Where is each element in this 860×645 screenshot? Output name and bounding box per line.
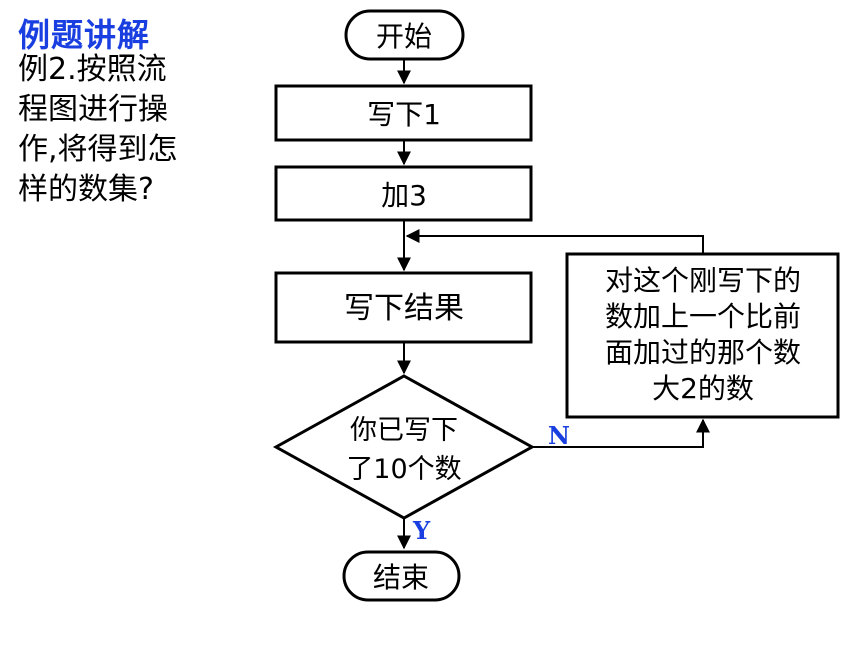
loop-box-line: 对这个刚写下的: [605, 264, 801, 297]
question-text: 例2.按照流 程图进行操 作,将得到怎 样的数集?: [18, 50, 218, 210]
decision-label-line2: 了10个数: [346, 454, 461, 485]
process-add-3: [274, 165, 533, 222]
decision-diamond: [272, 374, 536, 520]
question-line: 样的数集?: [18, 172, 154, 207]
process-loop-add: [565, 252, 840, 419]
process-write-result-label: 写下结果: [344, 291, 464, 326]
connector-no-branch: [532, 418, 710, 448]
loop-box-line: 大2的数: [652, 372, 754, 405]
loop-box-line: 数加上一个比前: [605, 300, 801, 333]
section-heading: 例题讲解: [18, 16, 151, 54]
start-label: 开始: [376, 20, 432, 53]
question-line: 作,将得到怎: [18, 132, 178, 167]
connector-loop-back: [405, 229, 704, 254]
question-line: 程图进行操: [18, 92, 168, 127]
end-label: 结束: [373, 561, 429, 594]
end-terminal: [342, 550, 461, 602]
process-write-1-label: 写下1: [367, 98, 441, 131]
yes-branch-label: Y: [412, 516, 431, 545]
loop-box-line: 面加过的那个数: [605, 336, 801, 369]
no-branch-label: N: [548, 421, 570, 450]
question-line: 例2.按照流: [18, 52, 167, 87]
process-write-result: [274, 271, 533, 344]
process-add-3-label: 加3: [381, 179, 427, 212]
decision-label-line1: 你已写下: [350, 415, 458, 446]
